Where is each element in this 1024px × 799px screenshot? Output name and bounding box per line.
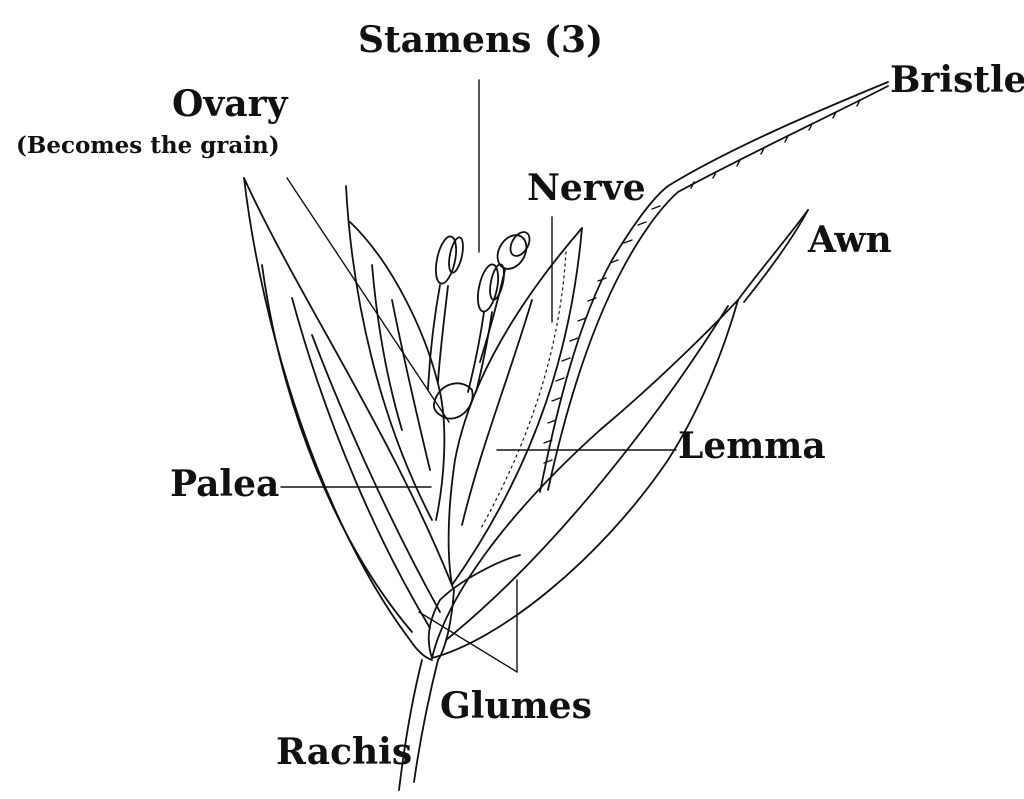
- glumes-leader-1: [418, 611, 518, 673]
- bristle-label: Bristle: [890, 59, 1024, 101]
- palea: [345, 185, 446, 521]
- awn-label: Awn: [808, 219, 892, 261]
- leader-lines: [280, 79, 677, 673]
- rachis-label: Rachis: [276, 731, 413, 773]
- lemma-drawing: [447, 227, 583, 586]
- outer-glume: [243, 177, 455, 661]
- glumes-label: Glumes: [440, 685, 592, 727]
- ovary-drawing: [433, 382, 474, 420]
- ovary-note-label: (Becomes the grain): [16, 132, 280, 159]
- stamens-drawing: [427, 231, 531, 393]
- ovary-leader: [286, 177, 450, 423]
- rachis-stem: [398, 659, 439, 791]
- bristle-drawing: [539, 81, 889, 493]
- ovary-label: Ovary: [172, 83, 288, 125]
- lower-glume-drawing: [427, 209, 809, 659]
- palea-label: Palea: [170, 463, 280, 505]
- lemma-label: Lemma: [678, 425, 826, 467]
- nerve-label: Nerve: [527, 167, 646, 209]
- stamens-label: Stamens (3): [358, 19, 604, 61]
